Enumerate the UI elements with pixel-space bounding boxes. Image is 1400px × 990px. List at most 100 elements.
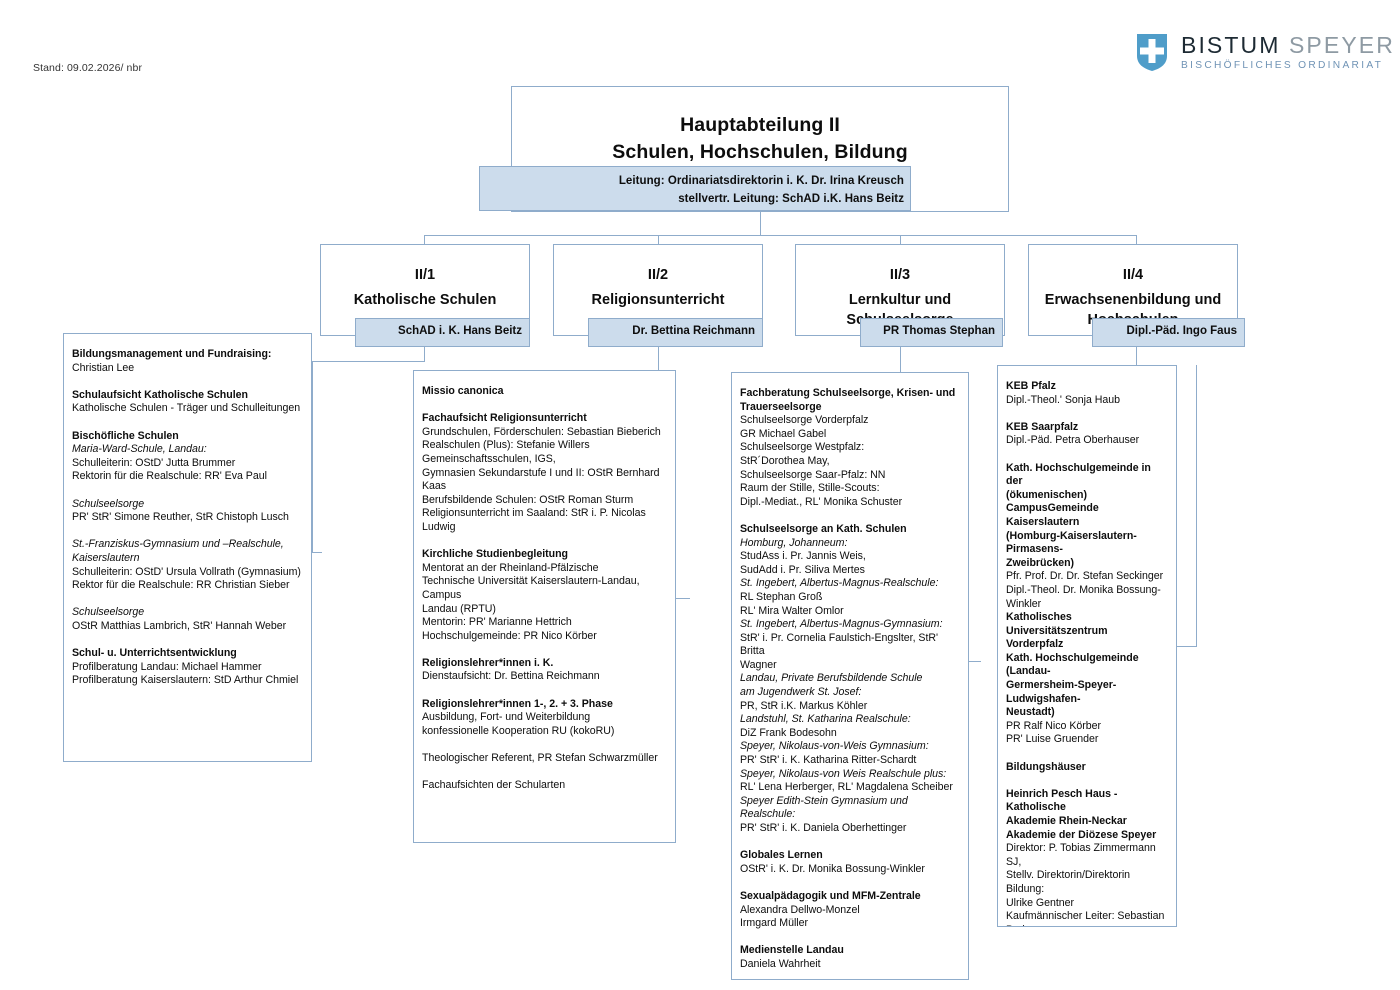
connector-d1-col1-elbow [312,361,425,362]
connector-col3-right-elbow [969,661,981,662]
connector-d1-col1-tip [312,552,322,553]
department-name-ii-1: Katholische Schulen [353,292,497,308]
content-line-part: Stellv. Direktorin/Direktorin Bildung: [1006,869,1131,895]
content-line-part: Trauerseelsorge [740,400,822,413]
content-line-part: Speyer, Nikolaus-von Weis Realschule plu… [740,767,947,780]
content-heading: Schulseelsorge an Kath. Schulen [740,523,960,537]
revision-date: Stand: 09.02.2026/ nbr [33,62,143,74]
content-heading: Heinrich Pesch Haus - Katholische [1006,788,1168,815]
connector-drop-d1 [424,235,425,245]
department-leader-ii-3: PR Thomas Stephan [883,325,995,337]
content-column-ii-3: Fachberatung Schulseelsorge, Krisen- und… [731,372,969,980]
content-line-part: Schulseelsorge an Kath. Schulen [740,522,907,535]
content-heading: Kath. Hochschulgemeinde (Landau- [1006,652,1168,679]
content-line-part: Ausbildung, Fort- und Weiterbildung [422,711,591,724]
content-heading: Zweibrücken) [1006,557,1168,571]
content-line: Rektor für die Realschule: RR Christian … [72,579,303,593]
content-line: PR' StR' Simone Reuther, StR Chistoph Lu… [72,511,303,525]
content-line: Speyer Edith-Stein Gymnasium und Realsch… [740,795,960,822]
connector-col2-right-elbow [676,598,690,599]
content-line: Speyer, Nikolaus-von Weis Realschule plu… [740,768,960,782]
department-code-ii-1: II/1 [414,267,436,283]
logo-word-bistum: BISTUM [1181,31,1281,58]
content-line-part: Schulseelsorge Westpfalz: [740,441,865,454]
content-line-part: Profilberatung Landau: Michael Hammer [72,660,262,673]
content-line: Katholische Schulen - Träger und Schulle… [72,402,303,416]
content-heading: Trauerseelsorge [740,401,960,415]
content-line-part: Religionslehrer*innen i. K. [422,656,554,669]
content-heading: Fachaufsicht Religionsunterricht [422,412,667,426]
content-line: Religionsunterricht im Saaland: StR i. P… [422,507,667,534]
content-line: Dipl.-Päd. Petra Oberhauser [1006,434,1168,448]
content-line-part: StR´Dorothea May, [740,454,830,467]
content-line: PR' StR' i. K. Daniela Oberhettinger [740,822,960,836]
department-leader-ii-4: Dipl.-Päd. Ingo Faus [1126,325,1237,337]
content-line-part: Schulseelsorge [72,606,145,619]
content-heading: Akademie der Diözese Speyer [1006,829,1168,843]
block-spacer [72,416,303,430]
content-line-part: Sexualpädagogik und MFM-Zentrale [740,889,921,902]
content-line-part: Rektor für die Realschule: RR Christian … [72,579,290,592]
content-line-part: Religionslehrer*innen 1-, 2. + 3. Phase [422,697,613,710]
logo-subtitle: BISCHÖFLICHES ORDINARIAT [1181,60,1384,72]
content-line-part: Bischöfliche Schulen [72,429,179,442]
content-heading: Religionslehrer*innen i. K. [422,657,667,671]
content-line-part: Kaufmännischer Leiter: Sebastian Parker [1006,910,1165,926]
content-line-part: Pfr. Prof. Dr. Dr. Stefan Seckinger [1006,570,1164,583]
content-line-part: Katholisches Universitätszentrum [1006,611,1108,637]
content-line-part: Kaiserslautern [72,551,140,564]
content-heading: Kaiserslautern [1006,516,1168,530]
content-line-part: RL' Mira Walter Omlor [740,604,844,617]
content-line: St.-Franziskus-Gymnasium und –Realschule… [72,538,303,552]
content-heading: Medienstelle Landau [740,944,960,958]
content-heading: Missio canonica [422,385,667,399]
content-heading: Globales Lernen [740,849,960,863]
content-line-part: KEB Pfalz [1006,380,1056,392]
content-line-part: KEB Saarpfalz [1006,420,1079,433]
content-line-part: Akademie der Diözese Speyer [1006,828,1157,841]
block-spacer [740,509,960,523]
content-line: Rektorin für die Realschule: RR' Eva Pau… [72,470,303,484]
content-line-part: Fachaufsicht Religionsunterricht [422,412,587,425]
connector-col4-right-vert [1196,365,1197,646]
content-line-part: Fachaufsichten der Schularten [422,779,566,792]
connector-horizontal-bus [424,235,1137,236]
content-line-part: Berufsbildende Schulen: OStR Roman Sturm [422,493,634,506]
department-leader-box-ii-1: SchAD i. K. Hans Beitz [355,318,530,347]
block-spacer [72,593,303,607]
content-heading: Bischöfliche Schulen [72,430,303,444]
block-spacer [740,836,960,850]
content-line-part: Ulrike Gentner [1006,896,1075,909]
content-line-part: PR' Luise Gruender [1006,733,1099,746]
content-line: Raum der Stille, Stille-Scouts: [740,482,960,496]
block-spacer [1006,774,1168,788]
content-line-part: Kath. Hochschulgemeinde (Landau- [1006,651,1139,678]
content-line: OStR Matthias Lambrich, StR' Hannah Webe… [72,620,303,634]
content-line-part: Schulseelsorge Vorderpfalz [740,414,869,427]
content-line-part: Germersheim-Speyer-Ludwigshafen- [1006,679,1117,705]
content-line: Theologischer Referent, PR Stefan Schwar… [422,752,667,766]
content-body-ii-3: Fachberatung Schulseelsorge, Krisen- und… [732,373,968,979]
content-line-part: Akademie Rhein-Neckar [1006,815,1127,827]
content-line-part: Technische Universität Kaiserslautern-La… [422,575,640,601]
content-line: StR´Dorothea May, [740,455,960,469]
content-line: Homburg, Johanneum: [740,537,960,551]
content-line: Gymnasien Sekundarstufe I und II: OStR B… [422,467,667,494]
content-body-ii-1: Bildungsmanagement und Fundraising: Chri… [64,334,311,698]
content-line: Dipl.-Mediat., RL' Monika Schuster [740,496,960,510]
content-line-part: Irmgard Müller [740,917,809,930]
content-line: Stellv. Direktorin/Direktorin Bildung: [1006,869,1168,896]
connector-drop-d3 [900,235,901,245]
content-line-part: Dipl.-Theol. Dr. Monika Bossung-Winkler [1006,583,1161,610]
connector-d1-to-col1 [424,347,425,361]
content-line-part: Christian Lee [72,361,135,374]
content-line-part: Dipl.-Mediat., RL' Monika Schuster [740,495,903,508]
hauptabteilung-title-line2: Schulen, Hochschulen, Bildung [612,141,908,163]
content-line: Landau (RPTU) [422,603,667,617]
block-spacer [422,535,667,549]
content-line-part: PR, StR i.K. Markus Köhler [740,699,868,712]
content-line-part: Fachberatung Schulseelsorge, Krisen- und [740,387,956,399]
content-heading: Kath. Hochschulgemeinde in der [1006,462,1168,489]
content-line-part: PR' StR' i. K. Daniela Oberhettinger [740,822,907,834]
